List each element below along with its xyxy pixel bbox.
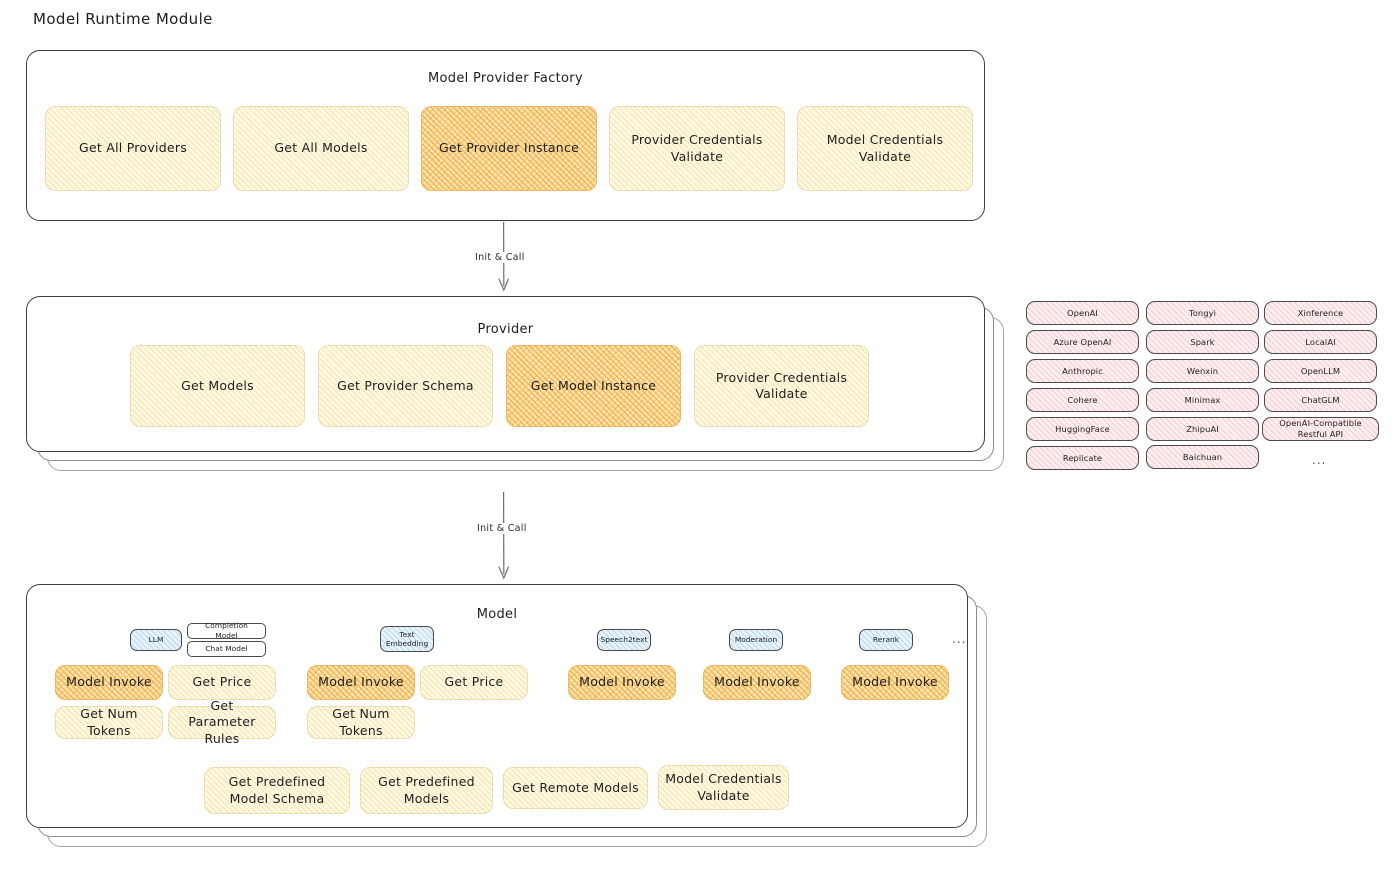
factory-node-provider-credentials-validate[interactable]: Provider Credentials Validate <box>609 106 785 191</box>
model-type-badge-rerank[interactable]: Rerank <box>859 629 913 651</box>
provider-pill-chatglm[interactable]: ChatGLM <box>1264 388 1377 412</box>
model-shared-node-get-predefined-model-schema[interactable]: Get Predefined Model Schema <box>204 767 350 814</box>
model-types-more: ... <box>952 632 967 646</box>
provider-pill-anthropic[interactable]: Anthropic <box>1026 359 1139 383</box>
model-card: Model LLM Completion Model Chat Model Mo… <box>26 584 987 847</box>
provider-pill-openai-compatible-restful-api[interactable]: OpenAI-Compatible Restful API <box>1262 417 1379 441</box>
provider-pill-azure-openai[interactable]: Azure OpenAI <box>1026 330 1139 354</box>
rerank-node-model-invoke[interactable]: Model Invoke <box>841 665 949 700</box>
model-shared-node-get-remote-models[interactable]: Get Remote Models <box>503 767 648 809</box>
model-title: Model <box>476 607 518 622</box>
model-type-badge-moderation[interactable]: Moderation <box>729 629 783 651</box>
provider-list-more: ... <box>1312 453 1327 467</box>
model-type-badge-text-embedding[interactable]: Text Embedding <box>380 626 434 652</box>
provider-pill-xinference[interactable]: Xinference <box>1264 301 1377 325</box>
provider-node-provider-credentials-validate[interactable]: Provider Credentials Validate <box>694 345 869 427</box>
provider-pill-huggingface[interactable]: HuggingFace <box>1026 417 1139 441</box>
model-provider-factory-title: Model Provider Factory <box>428 71 583 86</box>
llm-node-get-num-tokens[interactable]: Get Num Tokens <box>55 706 163 739</box>
model-type-badge-llm[interactable]: LLM <box>130 629 182 651</box>
arrow-label-init-and-call-2: Init & Call <box>473 523 531 534</box>
provider-node-get-provider-schema[interactable]: Get Provider Schema <box>318 345 493 427</box>
provider-pill-tongyi[interactable]: Tongyi <box>1146 301 1259 325</box>
speech2text-node-model-invoke[interactable]: Model Invoke <box>568 665 676 700</box>
provider-node-get-model-instance[interactable]: Get Model Instance <box>506 345 681 427</box>
provider-pill-minimax[interactable]: Minimax <box>1146 388 1259 412</box>
llm-node-model-invoke[interactable]: Model Invoke <box>55 665 163 700</box>
model-sub-badge-chat-model[interactable]: Chat Model <box>187 641 266 657</box>
provider-pill-localai[interactable]: LocalAI <box>1264 330 1377 354</box>
provider-pill-spark[interactable]: Spark <box>1146 330 1259 354</box>
model-provider-factory-card: Model Provider Factory Get All Providers… <box>26 50 985 221</box>
arrow-label-init-and-call-1: Init & Call <box>471 252 529 263</box>
text-embedding-node-model-invoke[interactable]: Model Invoke <box>307 665 415 700</box>
text-embedding-node-get-price[interactable]: Get Price <box>420 665 528 700</box>
text-embedding-node-get-num-tokens[interactable]: Get Num Tokens <box>307 706 415 739</box>
provider-pill-cohere[interactable]: Cohere <box>1026 388 1139 412</box>
llm-node-get-parameter-rules[interactable]: Get Parameter Rules <box>168 698 276 746</box>
model-type-badge-speech2text[interactable]: Speech2text <box>597 629 651 651</box>
provider-pill-replicate[interactable]: Replicate <box>1026 446 1139 470</box>
model-shared-node-model-credentials-validate[interactable]: Model Credentials Validate <box>658 765 789 810</box>
arrow-provider-to-model <box>495 491 513 584</box>
provider-pill-zhipuai[interactable]: ZhipuAI <box>1146 417 1259 441</box>
provider-node-get-models[interactable]: Get Models <box>130 345 305 427</box>
model-shared-node-get-predefined-models[interactable]: Get Predefined Models <box>360 767 493 814</box>
page-title: Model Runtime Module <box>33 10 213 28</box>
model-sub-badge-completion-model[interactable]: Completion Model <box>187 621 266 640</box>
provider-card: Provider Get Models Get Provider Schema … <box>26 296 1004 471</box>
provider-pill-wenxin[interactable]: Wenxin <box>1146 359 1259 383</box>
provider-pill-openllm[interactable]: OpenLLM <box>1264 359 1377 383</box>
provider-title: Provider <box>477 322 534 337</box>
factory-node-get-provider-instance[interactable]: Get Provider Instance <box>421 106 597 191</box>
provider-pill-openai[interactable]: OpenAI <box>1026 301 1139 325</box>
factory-node-get-all-providers[interactable]: Get All Providers <box>45 106 221 191</box>
llm-node-get-price[interactable]: Get Price <box>168 665 276 700</box>
moderation-node-model-invoke[interactable]: Model Invoke <box>703 665 811 700</box>
factory-node-get-all-models[interactable]: Get All Models <box>233 106 409 191</box>
factory-node-model-credentials-validate[interactable]: Model Credentials Validate <box>797 106 973 191</box>
provider-pill-baichuan[interactable]: Baichuan <box>1146 445 1259 469</box>
